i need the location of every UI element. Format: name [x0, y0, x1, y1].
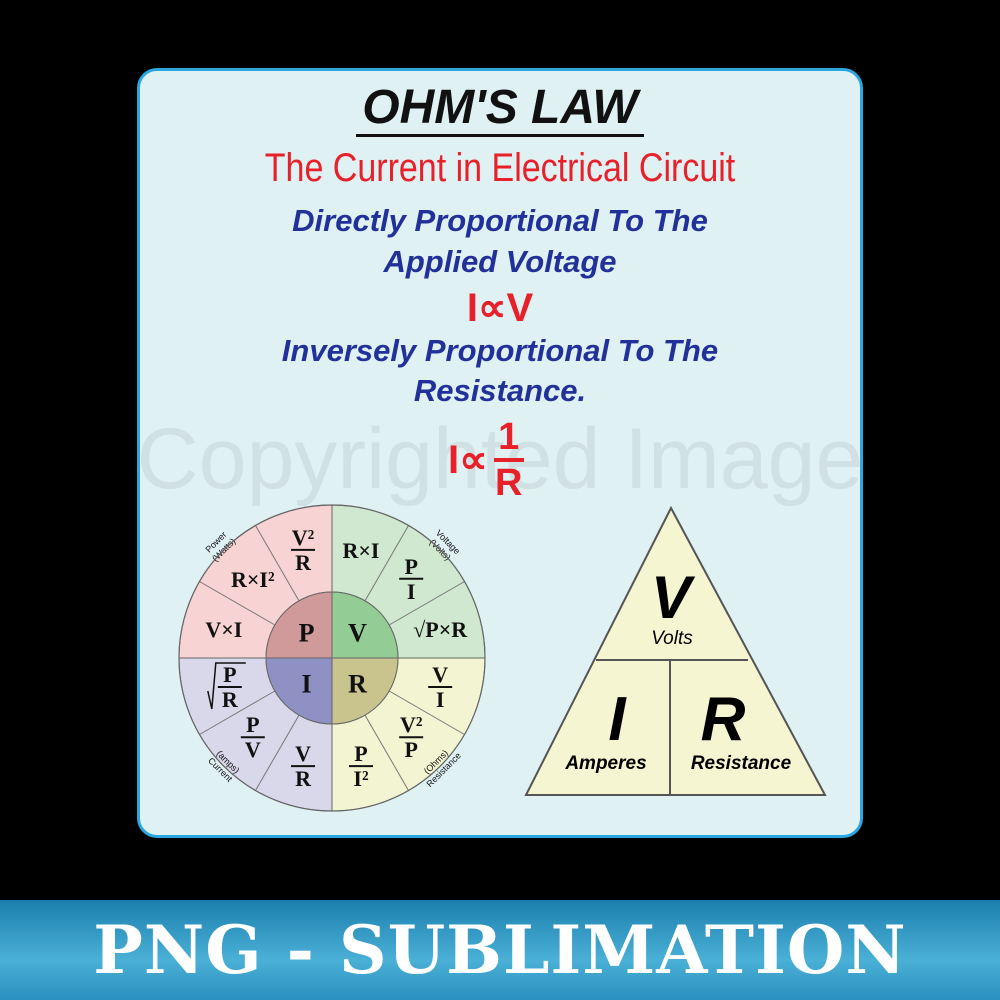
inverse-line-2: Resistance. [413, 373, 587, 408]
wheel-center-label: R [348, 669, 367, 698]
wheel-divider [364, 714, 409, 791]
fraction-num: 1 [498, 416, 520, 458]
wheel-outline [178, 504, 486, 812]
fraction-den: R [494, 462, 523, 504]
page-title: OHM'S LAW [0, 80, 1000, 137]
wheel-formula-denominator: R [295, 766, 312, 791]
wheel-formula-numerator: V² [292, 525, 315, 550]
wheel-divider [199, 581, 276, 626]
banner: PNG - SUBLIMATION [0, 900, 1000, 1000]
wheel-formula-denominator: I [407, 579, 416, 604]
direct-line-1: Directly Proportional To The [292, 203, 708, 238]
sqrt-icon [207, 662, 246, 710]
triangle-resistance: Resistance [691, 753, 792, 774]
wheel-divider [388, 690, 465, 735]
wheel-formula-denominator: I [436, 687, 445, 712]
wheel-formula: √P×R [413, 617, 468, 642]
direct-line-2: Applied Voltage [383, 244, 617, 279]
wheel-formula-denominator: R [295, 550, 312, 575]
wheel-center-V [331, 591, 399, 659]
banner-text: PNG - SUBLIMATION [93, 911, 907, 989]
wheel-formula-numerator: P [354, 741, 367, 766]
wheel-formula: V×I [205, 617, 242, 642]
wheel-formula-denominator: V [245, 737, 261, 762]
wheel-divider [199, 690, 276, 735]
wheel-formula-numerator: V [295, 741, 311, 766]
wheel-divider [255, 525, 300, 602]
wheel-formula-numerator: P [404, 554, 417, 579]
wheel-formula-numerator: V² [400, 712, 423, 737]
proportional-voltage: I∝V [466, 286, 534, 330]
wheel-formula: R×I [342, 538, 379, 563]
wheel-center-R [331, 657, 399, 725]
fraction: 1 R [493, 416, 524, 504]
wheel-formula-numerator: V [432, 662, 448, 687]
wheel-divider [255, 714, 300, 791]
vir-triangle: V Volts I Amperes R Resistance [524, 505, 827, 796]
triangle-i: I [608, 685, 627, 754]
wheel-center-P [265, 591, 333, 659]
wheel-formula: R×I² [231, 567, 275, 592]
subtitle: The Current in Electrical Circuit [264, 146, 736, 190]
wheel-center-label: I [301, 669, 311, 698]
wheel-center-label: P [299, 619, 315, 648]
wheel-formula-numerator: P [246, 712, 259, 737]
triangle-shape [524, 505, 827, 796]
wheel-formula-denominator: R [222, 687, 239, 712]
proportional-resistance: I∝ 1 R [448, 418, 524, 502]
wheel-center-I [265, 657, 333, 725]
triangle-amperes: Amperes [564, 753, 646, 774]
wheel-divider [364, 525, 409, 602]
wheel-formula-denominator: P [404, 737, 417, 762]
prop2-lhs: I∝ [448, 438, 488, 482]
fraction-bar [493, 458, 524, 462]
inverse-line-1: Inversely Proportional To The [281, 333, 719, 368]
wheel-formula-denominator: I² [353, 766, 369, 791]
triangle-v: V [651, 564, 696, 631]
wheel-center-label: V [348, 619, 367, 648]
title-text: OHM'S LAW [356, 81, 644, 137]
wheel-divider [388, 581, 465, 626]
wheel-formula-numerator: P [223, 662, 236, 687]
triangle-r: R [701, 685, 746, 754]
triangle-volts: Volts [651, 628, 693, 649]
